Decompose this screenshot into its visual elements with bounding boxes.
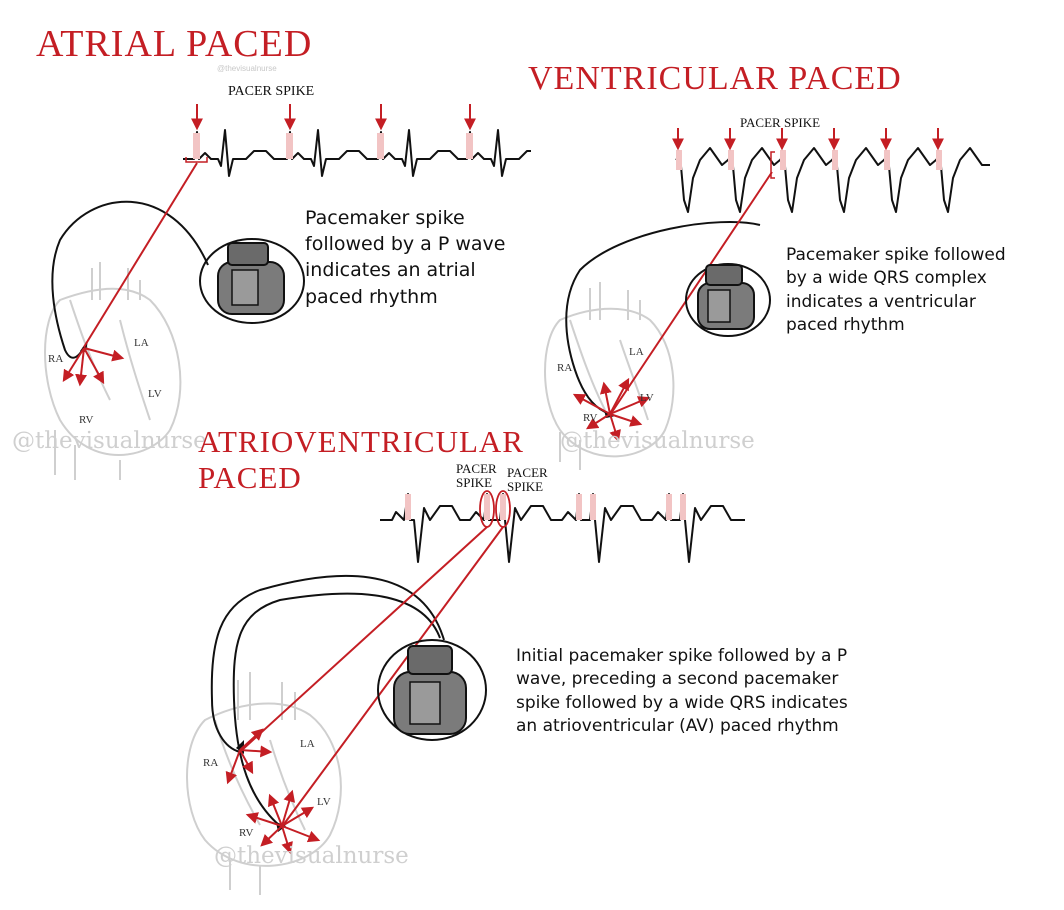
- atrial-depolarization-arrows: [62, 347, 125, 387]
- atrial-pointer-line: [83, 162, 198, 348]
- ventricular-label-ra: RA: [557, 362, 573, 374]
- av-depolarization-arrows: [225, 728, 321, 855]
- av-spike-label-1-line2: SPIKE: [456, 474, 493, 490]
- atrial-label-lv: LV: [148, 388, 162, 400]
- av-title-line1: ATRIOVENTRICULAR: [198, 424, 524, 459]
- atrial-lead-wire: [51, 200, 209, 359]
- av-pointer-line-1: [241, 526, 488, 751]
- ventricular-label-la: LA: [629, 346, 644, 358]
- atrial-watermark: @thevisualnurse: [12, 428, 207, 454]
- ventricular-title: VENTRICULAR PACED: [528, 60, 902, 97]
- atrial-description: Pacemaker spike followed by a P wave ind…: [305, 207, 506, 308]
- ventricular-spike-label: PACER SPIKE: [740, 115, 821, 130]
- ventricular-pacemaker-icon: [685, 263, 771, 337]
- ventricular-lead-wire: [565, 221, 761, 415]
- ventricular-heart-icon: [544, 282, 675, 470]
- atrial-label-la: LA: [134, 337, 149, 349]
- atrial-ecg-strip: [183, 104, 531, 177]
- av-spike-label-2-line1: PACER: [507, 465, 548, 480]
- av-pointer-line-2: [283, 526, 504, 825]
- av-ecg-strip: [380, 490, 745, 563]
- av-spike-label-1-line1: PACER: [456, 461, 497, 476]
- av-label-lv: LV: [317, 796, 331, 808]
- atrial-spike-label: PACER SPIKE: [228, 84, 315, 99]
- atrial-label-rv: RV: [79, 414, 94, 426]
- av-spike-label-2: PACER SPIKE: [507, 466, 548, 493]
- ventricular-depolarization-arrows: [572, 377, 651, 443]
- ventricular-watermark: @thevisualnurse: [560, 428, 755, 454]
- av-title-line2: PACED: [198, 460, 302, 495]
- av-description: Initial pacemaker spike followed by a P …: [516, 646, 848, 737]
- watermark-top: @thevisualnurse: [217, 64, 277, 73]
- ventricular-description: Pacemaker spike followed by a wide QRS c…: [786, 245, 1006, 336]
- atrial-title: ATRIAL PACED: [36, 23, 313, 65]
- av-spike-label-1: PACER SPIKE: [456, 462, 497, 489]
- av-watermark: @thevisualnurse: [214, 843, 409, 869]
- av-spike-label-2-line2: SPIKE: [507, 478, 544, 494]
- ventricular-label-rv: RV: [583, 412, 598, 424]
- ventricular-pointer-line: [611, 171, 773, 413]
- ventricular-ecg-strip: [672, 128, 990, 213]
- av-pacemaker-icon: [377, 639, 487, 741]
- atrial-label-ra: RA: [48, 353, 64, 365]
- atrial-heart-icon: [44, 262, 182, 480]
- av-label-ra: RA: [203, 757, 219, 769]
- av-label-la: LA: [300, 738, 315, 750]
- ventricular-label-lv: LV: [640, 392, 654, 404]
- av-label-rv: RV: [239, 827, 254, 839]
- atrial-pacemaker-icon: [199, 238, 305, 324]
